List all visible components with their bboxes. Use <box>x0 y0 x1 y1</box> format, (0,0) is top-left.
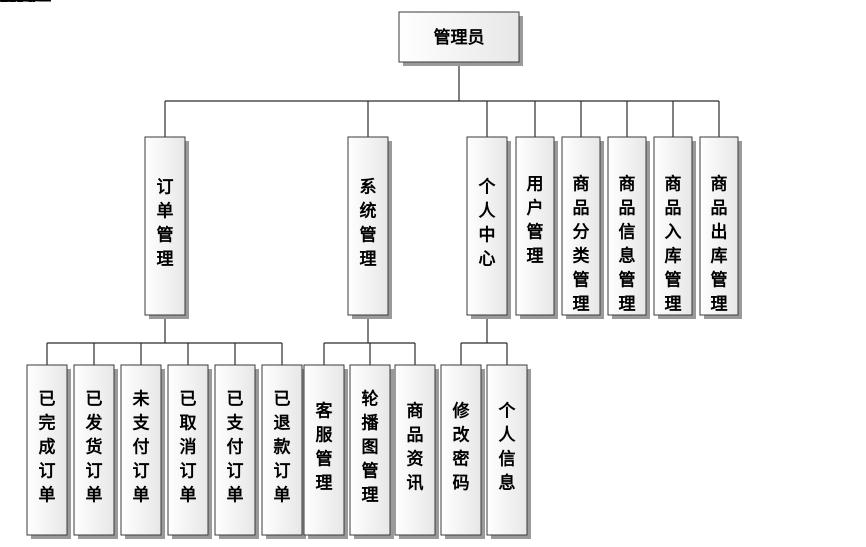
node-support-frame <box>303 364 345 536</box>
diagram-nodes: 管理员订单管理订单管理系统管理系统管理个人中心个人中心用户管理用户管理商品分类管… <box>0 0 742 539</box>
node-orders-frame <box>144 136 186 316</box>
node-personal-frame <box>466 136 508 316</box>
node-stock-out-frame <box>699 136 739 316</box>
root-node-admin-label: 管理员 <box>434 27 485 48</box>
node-refunded-frame <box>261 364 303 536</box>
node-category-frame <box>561 136 601 316</box>
node-password-frame <box>440 364 482 536</box>
node-unpaid-frame <box>120 364 162 536</box>
node-carousel-frame <box>349 364 391 536</box>
node-completed: 已完成订单已完成订单 <box>0 0 71 539</box>
node-system-frame <box>347 136 389 316</box>
node-system: 系统管理系统管理 <box>0 0 392 319</box>
root-node-admin-frame <box>398 11 520 63</box>
node-completed-frame <box>26 364 68 536</box>
node-news-frame <box>394 364 436 536</box>
node-shipped-frame <box>73 364 115 536</box>
node-profile-frame <box>486 364 528 536</box>
root-node-admin: 管理员 <box>398 11 523 66</box>
node-cancelled-frame <box>167 364 209 536</box>
node-stock-in-frame <box>653 136 693 316</box>
node-paid-frame <box>214 364 256 536</box>
node-goods-frame <box>607 136 647 316</box>
node-users-frame <box>515 136 555 316</box>
node-orders: 订单管理订单管理 <box>0 0 189 319</box>
connector-lines <box>46 62 720 365</box>
